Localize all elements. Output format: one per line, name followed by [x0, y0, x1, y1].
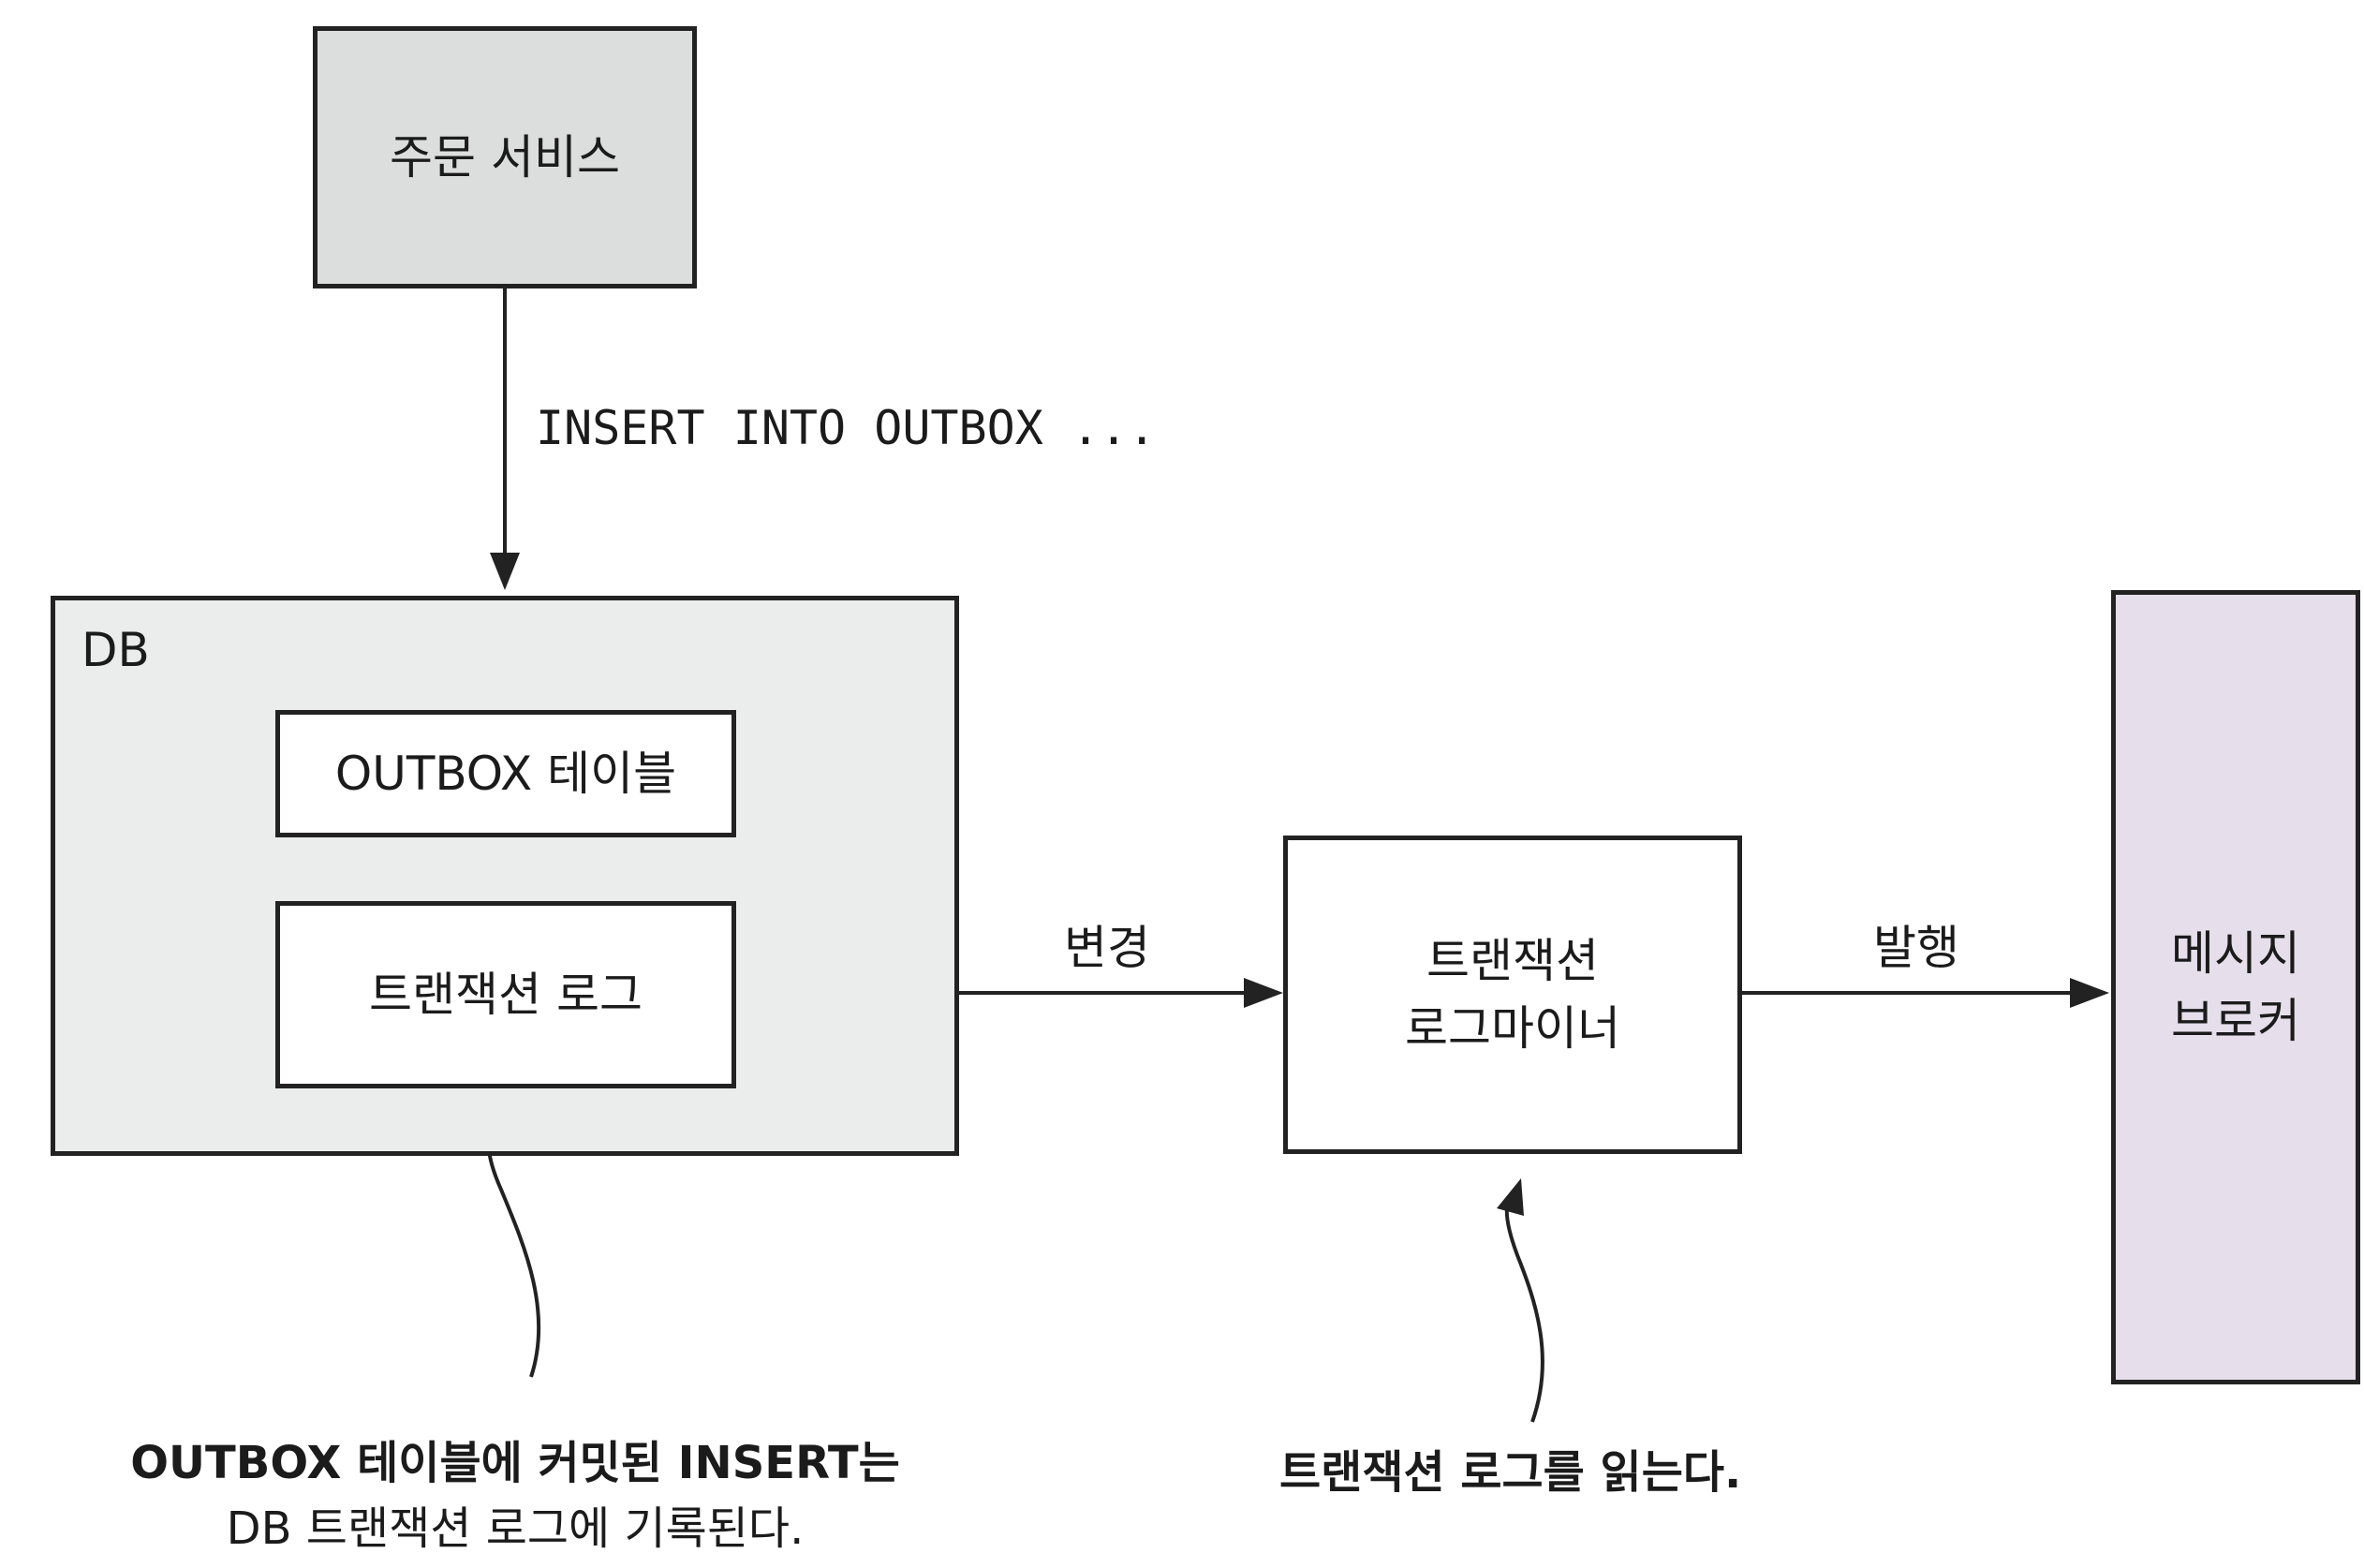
db-label: DB — [81, 623, 150, 677]
transaction-log-box: 트랜잭션 로그 — [275, 901, 736, 1088]
log-miner-box: 트랜잭션 로그마이너 — [1283, 836, 1742, 1154]
change-label: 변경 — [1064, 921, 1150, 975]
change-arrowhead — [1244, 978, 1283, 1008]
commit-note-line1: OUTBOX 테이블에 커밋된 INSERT는 — [130, 1437, 900, 1489]
publish-label: 발행 — [1873, 921, 1959, 975]
message-broker-label-line2: 브로커 — [2171, 994, 2300, 1048]
message-broker-label-line1: 메시지 — [2171, 925, 2300, 981]
publish-arrowhead — [2070, 978, 2109, 1008]
commit-note: OUTBOX 테이블에 커밋된 INSERT는 DB 트랜잭션 로그에 기록된다… — [130, 1431, 900, 1561]
log-miner-label-line2: 로그마이너 — [1405, 1001, 1620, 1056]
order-service-label: 주문 서비스 — [390, 129, 620, 185]
insert-arrowhead — [490, 553, 520, 590]
commit-note-line2: DB 트랜잭션 로그에 기록된다. — [226, 1501, 805, 1555]
miner-note: 트랜잭션 로그를 읽는다. — [1279, 1446, 1742, 1499]
message-broker-box: 메시지 브로커 — [2111, 590, 2360, 1384]
transaction-log-label: 트랜잭션 로그 — [369, 967, 643, 1022]
miner-note-arrow — [1504, 1196, 1544, 1423]
insert-label: INSERT INTO OUTBOX ... — [536, 401, 1157, 455]
log-miner-label-line1: 트랜잭션 — [1426, 933, 1599, 988]
commit-note-arrow — [486, 1122, 541, 1378]
outbox-table-label: OUTBOX 테이블 — [334, 746, 677, 801]
miner-note-arrowhead — [1497, 1178, 1524, 1216]
outbox-table-box: OUTBOX 테이블 — [275, 710, 736, 837]
order-service-box: 주문 서비스 — [313, 26, 697, 288]
